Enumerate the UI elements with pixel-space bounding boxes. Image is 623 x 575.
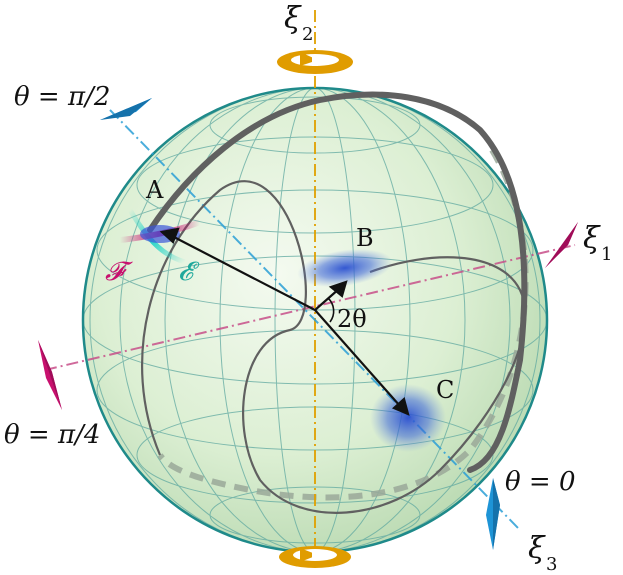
trajectory-thick: [147, 91, 528, 473]
xi3-axis: [109, 109, 521, 531]
point-a-label: A: [145, 176, 164, 204]
state-blob-b: [297, 248, 393, 288]
theta-pi4-label: θ = π/4: [4, 420, 100, 450]
theta-pi2-marker-icon: [100, 98, 152, 120]
angle-label: 2θ: [337, 305, 367, 333]
xi3-marker-icon: [486, 478, 500, 550]
svg-text:3: 3: [546, 554, 557, 575]
theta-pi2-label: θ = π/2: [14, 82, 110, 112]
point-c-label: C: [436, 376, 454, 404]
svg-text:ξ: ξ: [284, 1, 302, 36]
svg-text:ξ: ξ: [583, 221, 601, 256]
xi1-marker-icon: [545, 222, 578, 268]
svg-text:2: 2: [302, 24, 313, 45]
svg-text:ξ: ξ: [528, 531, 546, 566]
state-vectors: [159, 227, 410, 416]
theta-0-label: θ = 0: [505, 467, 576, 497]
svg-text:1: 1: [601, 244, 612, 265]
xi3-label: ξ 3: [528, 531, 557, 575]
theta-pi4-marker-icon: [38, 340, 62, 410]
xi2-label: ξ 2: [284, 1, 313, 45]
point-b-label: B: [356, 224, 374, 252]
xi1-label: ξ 1: [583, 221, 612, 265]
xi2-bottom-rotation-icon: [279, 546, 351, 568]
angle-arc: [327, 297, 335, 323]
xi2-top-rotation-icon: [277, 50, 353, 74]
state-blob-c: [370, 384, 446, 452]
e-arc: [127, 208, 186, 265]
